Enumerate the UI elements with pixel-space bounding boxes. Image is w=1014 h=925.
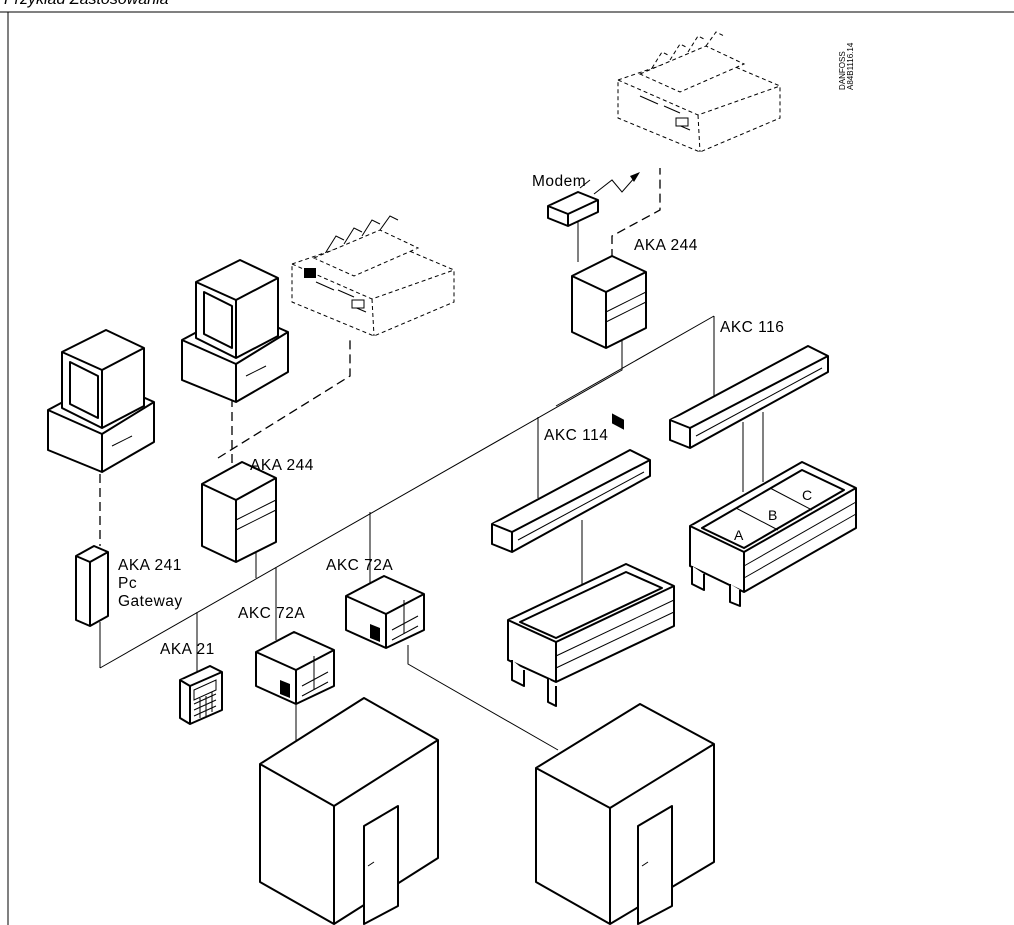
section-b-label: B bbox=[768, 507, 777, 523]
page-title: Przykład Zastosowania bbox=[4, 0, 169, 9]
aka244-controller-top bbox=[571, 255, 647, 349]
aka21-terminal bbox=[179, 665, 223, 725]
cold-room-left bbox=[259, 697, 439, 925]
aka21-label: AKA 21 bbox=[160, 641, 215, 658]
akc116-controller bbox=[669, 345, 829, 449]
network-bus bbox=[99, 220, 764, 751]
aka241-gateway bbox=[75, 545, 109, 627]
cold-room-right bbox=[535, 703, 715, 925]
akc72a-controller-lower bbox=[255, 631, 335, 705]
akc72a-upper-label: AKC 72A bbox=[326, 557, 393, 574]
dashed-connections bbox=[99, 168, 661, 546]
aka244-left-label: AKA 244 bbox=[250, 457, 314, 474]
section-a-label: A bbox=[734, 527, 744, 543]
modem-label: Modem bbox=[532, 173, 586, 190]
modem-device bbox=[547, 172, 640, 227]
display-case-single bbox=[507, 563, 675, 707]
aka244-top-label: AKA 244 bbox=[634, 237, 698, 254]
device-labels: Modem AKA 244 AKC 116 AKC 114 AKA 244 AK… bbox=[118, 173, 784, 658]
computer-gateway bbox=[47, 329, 155, 473]
aka241-gateway-label: Gateway bbox=[118, 593, 183, 610]
printer-remote bbox=[612, 31, 781, 430]
aka241-label: AKA 241 bbox=[118, 557, 182, 574]
aka241-sub-label: Pc bbox=[118, 575, 137, 592]
akc72a-lower-label: AKC 72A bbox=[238, 605, 305, 622]
akc116-label: AKC 116 bbox=[720, 319, 784, 336]
akc114-label: AKC 114 bbox=[544, 427, 608, 444]
computer-local bbox=[181, 259, 289, 403]
svg-text:A84B1116.14: A84B1116.14 bbox=[846, 42, 855, 90]
aka244-controller-left bbox=[201, 461, 277, 563]
akc72a-controller-upper bbox=[345, 575, 425, 649]
akc114-controller bbox=[491, 449, 651, 553]
section-c-label: C bbox=[802, 487, 812, 503]
diagram-frame bbox=[0, 11, 1014, 925]
printer-local bbox=[291, 215, 455, 337]
display-case-sectioned: A B C bbox=[689, 461, 857, 607]
drawing-code: DANFOSS A84B1116.14 bbox=[838, 42, 855, 90]
svg-text:DANFOSS: DANFOSS bbox=[838, 51, 847, 90]
